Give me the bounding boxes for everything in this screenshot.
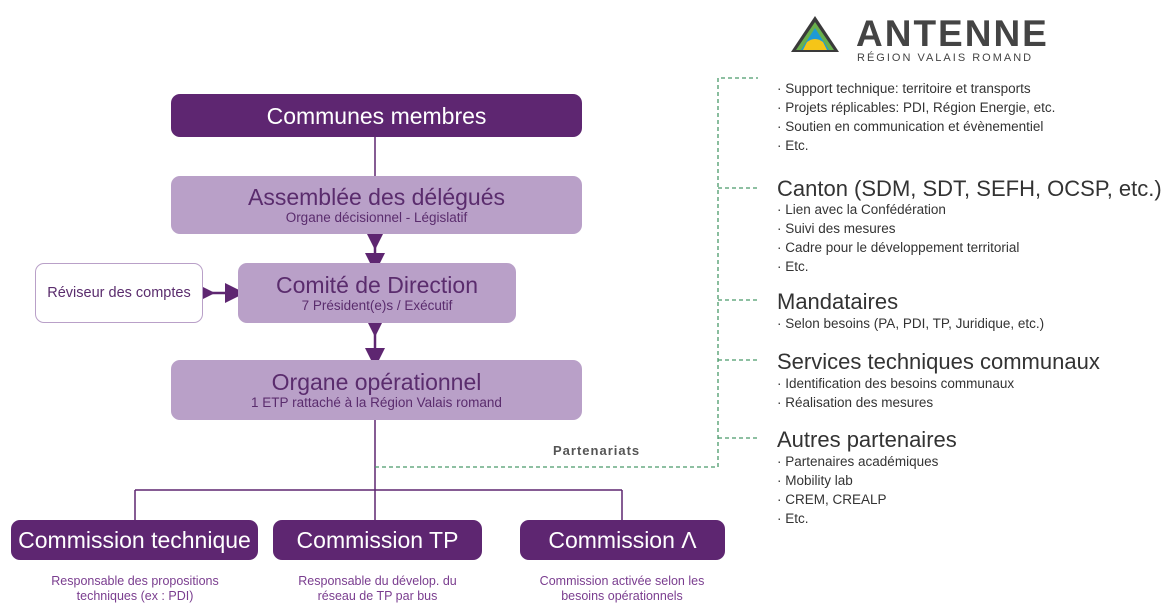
commission-lambda-note: Commission activée selon les besoins opé… [539,574,705,603]
organe-title: Organe opérationnel [271,369,482,395]
list-item: Soutien en communication et évènementiel [777,117,1055,136]
comite-box: Comité de Direction 7 Président(e)s / Ex… [238,263,516,323]
assemblee-title: Assemblée des délégués [248,184,505,210]
list-item: Support technique: territoire et transpo… [777,79,1055,98]
antenne-logo-icon [791,16,839,52]
commission-tp-box: Commission TP [273,520,482,560]
list-item: Suivi des mesures [777,219,1019,238]
canton-items: Lien avec la Confédération Suivi des mes… [777,200,1019,276]
list-item: CREM, CREALP [777,490,938,509]
commission-tp-title: Commission TP [296,527,459,553]
list-item: Partenaires académiques [777,452,938,471]
organe-box: Organe opérationnel 1 ETP rattaché à la … [171,360,582,420]
comite-subtitle: 7 Président(e)s / Exécutif [301,298,453,313]
list-item: Etc. [777,136,1055,155]
commission-lambda-title: Commission Λ [548,527,697,553]
list-item: Lien avec la Confédération [777,200,1019,219]
assemblee-box: Assemblée des délégués Organe décisionne… [171,176,582,234]
organe-subtitle: 1 ETP rattaché à la Région Valais romand [251,395,502,410]
services-items: Identification des besoins communaux Réa… [777,374,1014,412]
communes-membres-box: Communes membres [171,94,582,137]
list-item: Mobility lab [777,471,938,490]
list-item: Etc. [777,257,1019,276]
antenne-items: Support technique: territoire et transpo… [777,79,1055,155]
logo-title: ANTENNE [856,13,1049,54]
list-item: Réalisation des mesures [777,393,1014,412]
list-item: Projets réplicables: PDI, Région Energie… [777,98,1055,117]
list-item: Identification des besoins communaux [777,374,1014,393]
autres-title: Autres partenaires [777,427,957,452]
mandataires-items: Selon besoins (PA, PDI, TP, Juridique, e… [777,314,1044,333]
canton-title: Canton (SDM, SDT, SEFH, OCSP, etc.) [777,176,1162,201]
list-item: Selon besoins (PA, PDI, TP, Juridique, e… [777,314,1044,333]
reviseur-box: Réviseur des comptes [35,263,203,323]
services-title: Services techniques communaux [777,349,1100,374]
commission-technique-title: Commission technique [18,527,251,553]
assemblee-subtitle: Organe décisionnel - Législatif [285,210,468,225]
communes-membres-label: Communes membres [266,102,487,129]
logo-subtitle: RÉGION VALAIS ROMAND [857,52,1034,64]
partenariats-label: Partenariats [553,443,641,458]
autres-items: Partenaires académiques Mobility lab CRE… [777,452,938,528]
commission-technique-box: Commission technique [11,520,258,560]
partenariats-line [375,77,758,468]
commission-tp-note: Responsable du dévelop. du réseau de TP … [298,574,457,603]
list-item: Etc. [777,509,938,528]
list-item: Cadre pour le développement territorial [777,238,1019,257]
mandataires-title: Mandataires [777,289,899,314]
comite-title: Comité de Direction [276,272,478,298]
commission-lambda-box: Commission Λ [520,520,725,560]
reviseur-label: Réviseur des comptes [47,285,191,301]
commission-technique-note: Responsable des propositions techniques … [51,574,219,603]
